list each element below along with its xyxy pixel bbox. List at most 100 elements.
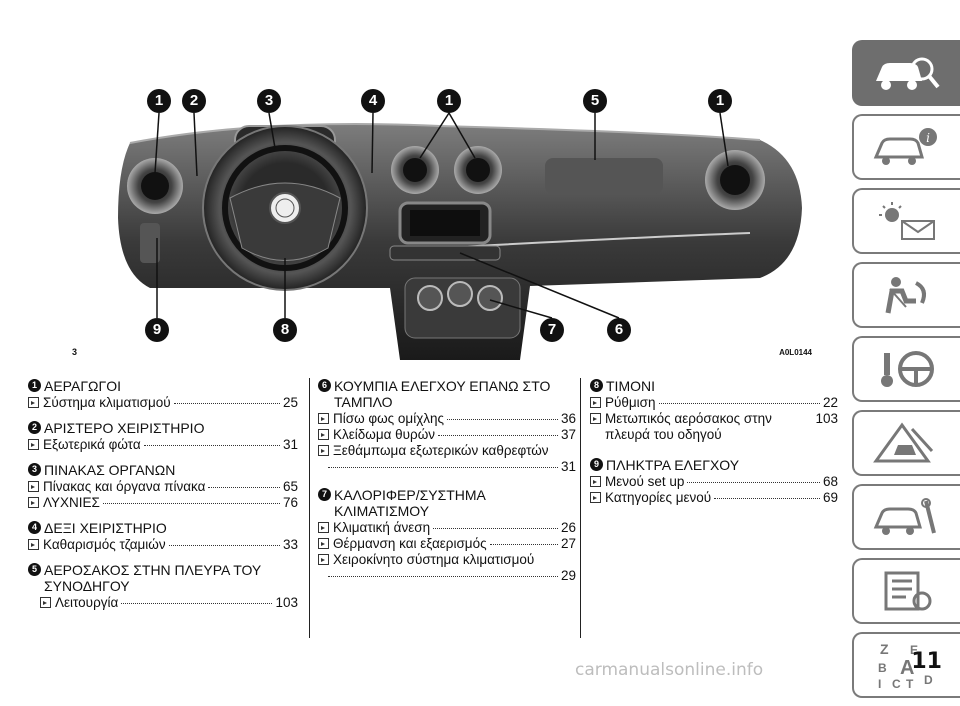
entry-text: Κλιματική άνεση [333, 520, 431, 535]
callout-top-4: 4 [361, 89, 385, 113]
entry-link[interactable]: Λειτουργία 103 [28, 595, 298, 611]
entry-link[interactable]: ΛΥΧΝΙΕΣ 76 [28, 495, 298, 511]
tab-index[interactable]: Z E B A I C T D [852, 632, 960, 698]
link-arrow-icon [28, 497, 39, 508]
link-arrow-icon [590, 397, 601, 408]
callout-bottom-6: 6 [607, 318, 631, 342]
entry-text: ΛΥΧΝΙΕΣ [43, 495, 100, 510]
tab-getting-to-know-car[interactable] [852, 40, 960, 106]
index-letter: B [878, 661, 887, 675]
tab-emergency[interactable] [852, 410, 960, 476]
tab-safety[interactable] [852, 262, 960, 328]
entry-link-continued[interactable]: 29 [318, 568, 576, 584]
column-divider [580, 378, 581, 638]
link-arrow-icon [28, 481, 39, 492]
callout-top-7: 1 [708, 89, 732, 113]
tab-warning-lights[interactable] [852, 188, 960, 254]
page-number: 11 [911, 649, 942, 674]
index-letter: I [878, 677, 881, 690]
entry-text: Κατηγορίες μενού [605, 490, 712, 505]
entry-page: 76 [282, 495, 298, 510]
tab-starting-driving[interactable] [852, 336, 960, 402]
link-arrow-icon [28, 397, 39, 408]
climate-knob-left [417, 285, 443, 311]
car-info-icon: i [873, 128, 937, 165]
climate-knob-center [447, 281, 473, 307]
entry-page: 31 [560, 459, 576, 474]
tab-maintenance[interactable] [852, 484, 960, 550]
entry-page: 26 [560, 520, 576, 535]
link-arrow-icon [318, 413, 329, 424]
dashboard-illustration: 120 3 A0L0144 [72, 112, 813, 360]
passenger-airbag-panel [545, 158, 663, 194]
entry-link-continued[interactable]: 31 [318, 459, 576, 475]
section-number-badge: 4 [28, 521, 41, 534]
index-letters-icon: Z E B A I C T D [878, 641, 933, 690]
entry-text: Μετωπικός αερόσακος στην πλευρά του οδηγ… [605, 411, 772, 442]
section-number-badge: 3 [28, 463, 41, 476]
warning-triangle-car-icon [873, 422, 934, 463]
entry-text: Λειτουργία [55, 595, 119, 610]
tab-technical-specifications[interactable] [852, 558, 960, 624]
entry-text: Σύστημα κλιματισμού [43, 395, 171, 410]
section-title: ΠΙΝΑΚΑΣ ΟΡΓΑΝΩΝ [44, 462, 176, 478]
entry-text: Κλείδωμα θυρών [333, 427, 436, 442]
tab-car-info[interactable]: i [852, 114, 960, 180]
section-number-badge: 5 [28, 563, 41, 576]
link-arrow-icon [590, 476, 601, 487]
entry-text: Καθαρισμός τζαμιών [43, 537, 166, 552]
entry-link[interactable]: Κλιματική άνεση 26 [318, 520, 576, 536]
entry-text: Εξωτερικά φώτα [43, 437, 141, 452]
specifications-list-icon [884, 571, 932, 611]
callout-top-5: 1 [437, 89, 461, 113]
section-number-badge: 8 [590, 379, 603, 392]
entry-page: 68 [822, 474, 838, 489]
chapter-tabs: i Z E B A I C T D [852, 40, 960, 706]
section-title: ΚΑΛΟΡΙΦΕΡ/ΣΥΣΤΗΜΑ ΚΛΙΜΑΤΙΣΜΟΥ [334, 487, 486, 519]
index-letter: D [924, 673, 933, 687]
entry-text: Ρύθμιση [605, 395, 656, 410]
entry-page: 103 [815, 411, 838, 426]
key-steering-wheel-icon [881, 351, 934, 387]
entry-link[interactable]: Σύστημα κλιματισμού 25 [28, 395, 298, 411]
column-divider [309, 378, 310, 638]
entry-text: Θέρμανση και εξαερισμός [333, 536, 487, 551]
link-arrow-icon [590, 413, 601, 424]
entry-page: 25 [282, 395, 298, 410]
entry-text: Πίσω φως ομίχλης [333, 411, 445, 426]
entry-text: Χειροκίνητο σύστημα κλιματισμού [333, 552, 535, 567]
link-arrow-icon [28, 539, 39, 550]
entry-page: 103 [275, 595, 298, 610]
entry-link[interactable]: Χειροκίνητο σύστημα κλιματισμού [318, 552, 576, 568]
alfa-romeo-logo [269, 192, 301, 224]
section-number-badge: 9 [590, 458, 603, 471]
section-title: ΑΕΡΟΣΑΚΟΣ ΣΤΗΝ ΠΛΕΥΡΑ ΤΟΥ ΣΥΝΟΔΗΓΟΥ [44, 562, 262, 594]
index-letter: E [910, 643, 918, 657]
warning-light-message-icon [879, 202, 935, 240]
link-arrow-icon [28, 439, 39, 450]
entry-text: Ξεθάμπωμα εξωτερικών καθρεφτών [333, 443, 549, 458]
climate-knob-right [477, 285, 503, 311]
link-arrow-icon [590, 492, 601, 503]
steering-column-controls [140, 223, 160, 263]
section-title: ΚΟΥΜΠΙΑ ΕΛΕΓΧΟΥ ΕΠΑΝΩ ΣΤΟ ΤΑΜΠΛΟ [334, 378, 551, 410]
callout-top-2: 2 [182, 89, 206, 113]
entry-link[interactable]: Ξεθάμπωμα εξωτερικών καθρεφτών [318, 443, 576, 459]
entry-link[interactable]: Μετωπικός αερόσακος στην πλευρά του οδηγ… [590, 411, 838, 443]
